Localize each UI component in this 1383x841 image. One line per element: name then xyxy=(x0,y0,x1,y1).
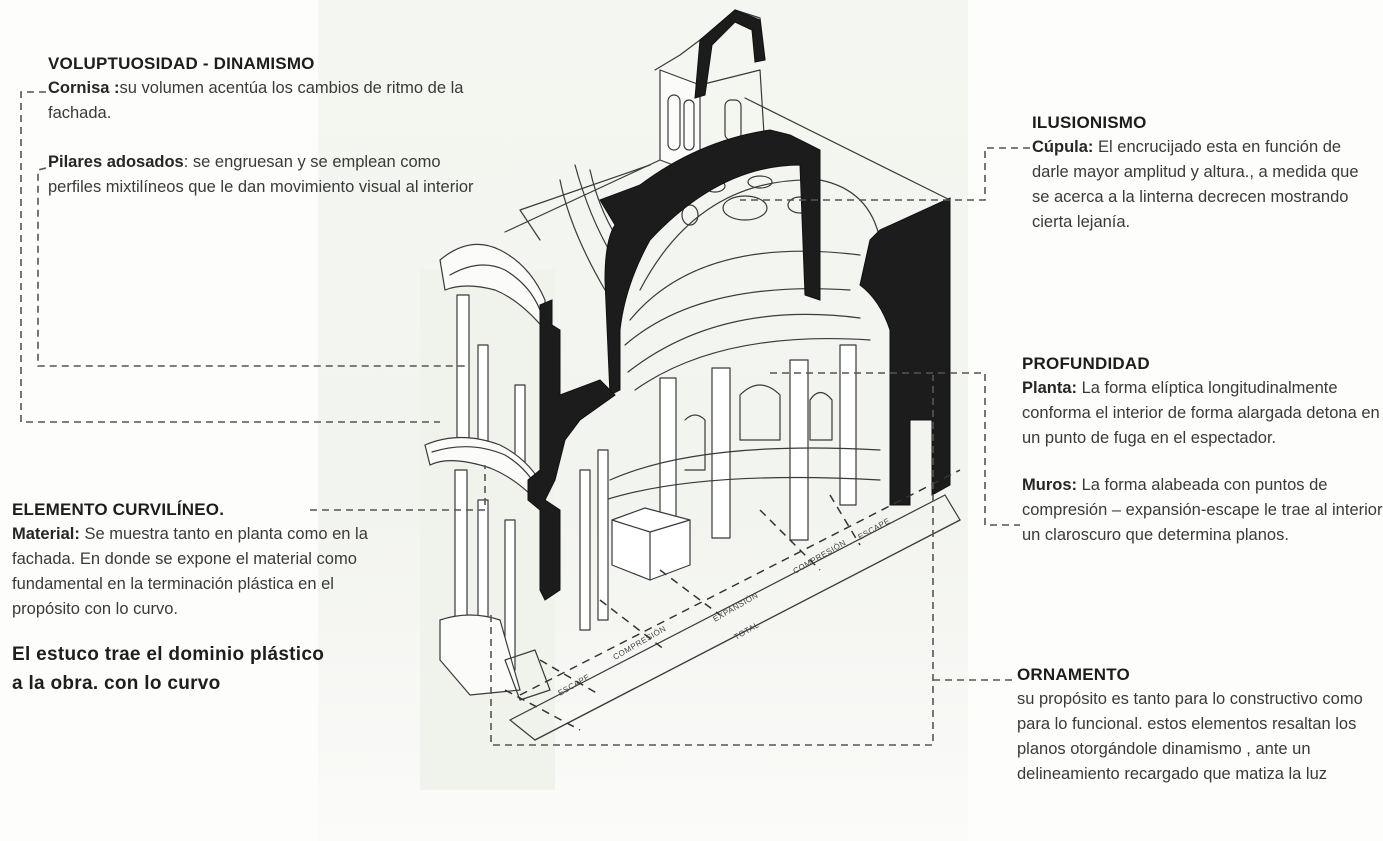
term-cornisa: Cornisa : xyxy=(48,79,120,97)
text-pilares: : se engruesan y se emplean como perfile… xyxy=(48,153,474,196)
annotation-profundidad: PROFUNDIDAD Planta: La forma elíptica lo… xyxy=(1022,351,1383,548)
annotation-title: PROFUNDIDAD xyxy=(1022,354,1150,373)
left-wall-cut xyxy=(527,299,616,601)
leader-elemento xyxy=(310,465,486,511)
annotation-cupula: Cúpula: El encrucijado esta en función d… xyxy=(1032,135,1372,235)
term-material: Material: xyxy=(12,525,80,543)
annotation-ornamento: ORNAMENTO su propósito es tanto para lo … xyxy=(1017,662,1367,787)
lantern-cut xyxy=(694,9,766,99)
facade xyxy=(424,243,609,701)
dome-cut xyxy=(599,129,821,396)
text-planta: La forma elíptica longitudinalmente conf… xyxy=(1022,379,1380,447)
text-cupula: El encrucijado esta en función de darle … xyxy=(1032,138,1359,231)
leader-lines xyxy=(20,91,1030,746)
dim-label-total: TOTAL xyxy=(733,620,761,642)
annotation-ilusionismo: ILUSIONISMO Cúpula: El encrucijado esta … xyxy=(1032,110,1372,235)
annotation-material: Material: Se muestra tanto en planta com… xyxy=(12,522,372,622)
section-cut-walls xyxy=(527,9,951,601)
leader-ornamento xyxy=(490,375,1012,746)
right-wall-cut xyxy=(859,197,951,506)
leader-pilares xyxy=(37,167,465,367)
term-cupula: Cúpula: xyxy=(1032,138,1094,156)
roof-outline xyxy=(519,97,951,241)
plan-division-lines xyxy=(504,469,961,731)
annotation-planta: Planta: La forma elíptica longitudinalme… xyxy=(1022,376,1383,451)
term-muros: Muros: xyxy=(1022,476,1077,494)
leader-planta xyxy=(770,372,1020,526)
annotation-muros: Muros: La forma alabeada con puntos de c… xyxy=(1022,473,1383,548)
text-cornisa: su volumen acentúa los cambios de ritmo … xyxy=(48,79,464,122)
altar-block xyxy=(611,507,691,581)
annotation-voluptuosidad: VOLUPTUOSIDAD - DINAMISMO Cornisa :su vo… xyxy=(48,51,488,200)
closing-statement: El estuco trae el dominio plástico a la … xyxy=(12,644,325,694)
annotation-title: ILUSIONISMO xyxy=(1032,113,1147,132)
text-material: Se muestra tanto en planta como en la fa… xyxy=(12,525,368,618)
term-pilares: Pilares adosados xyxy=(48,153,184,171)
dim-label-expansion: EXPANSIÓN xyxy=(712,591,760,624)
annotation-elemento-curvilineo: ELEMENTO CURVILÍNEO. Material: Se muestr… xyxy=(12,497,372,698)
dim-label-escape: ESCAPE xyxy=(557,672,592,698)
annotation-title: VOLUPTUOSIDAD - DINAMISMO xyxy=(48,54,315,73)
annotation-cornisa: Cornisa :su volumen acentúa los cambios … xyxy=(48,76,488,126)
annotation-title: ORNAMENTO xyxy=(1017,665,1130,684)
leader-cornisa xyxy=(20,91,440,423)
interior-columns xyxy=(604,344,881,541)
text-muros: La forma alabeada con puntos de compresi… xyxy=(1022,476,1383,544)
plan-base xyxy=(509,494,961,741)
leader-cupula xyxy=(740,147,1030,201)
annotation-title: ELEMENTO CURVILÍNEO. xyxy=(12,500,225,519)
annotation-pilares: Pilares adosados: se engruesan y se empl… xyxy=(48,150,488,200)
text-ornamento: su propósito es tanto para lo constructi… xyxy=(1017,690,1363,783)
term-planta: Planta: xyxy=(1022,379,1078,397)
